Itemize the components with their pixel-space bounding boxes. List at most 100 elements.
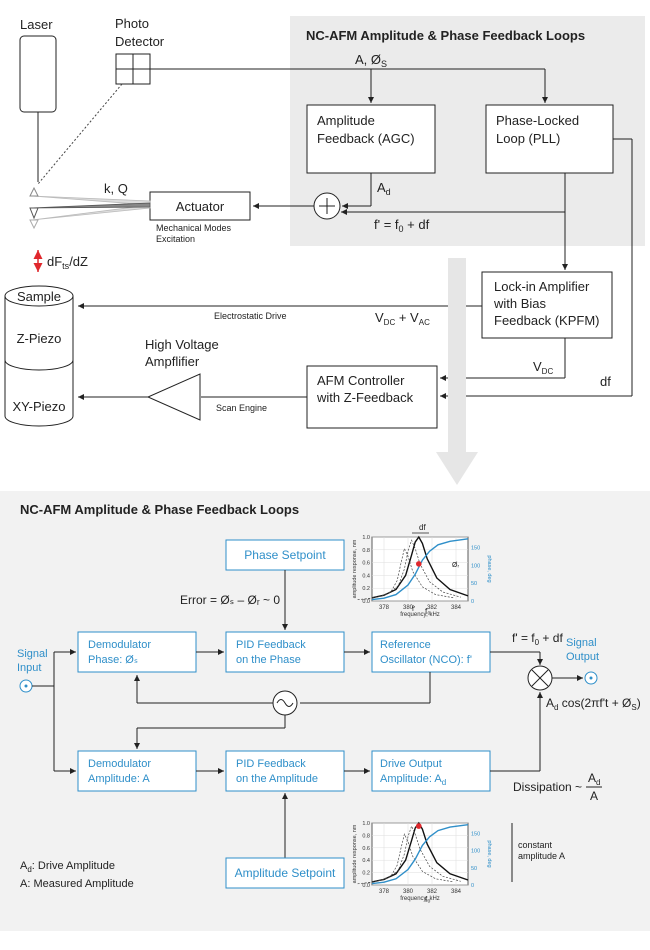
kq-label: k, Q — [104, 181, 128, 196]
photo-detector-icon — [115, 53, 151, 85]
demod-amp-box — [77, 750, 197, 792]
chart-series-3 — [371, 538, 469, 601]
chart-marker-point — [416, 561, 422, 567]
top-freq-eq: f' = f0 + df — [374, 217, 430, 234]
chart-x-tick-label: 378 — [379, 605, 390, 611]
signal-label: A, ØS — [355, 52, 387, 69]
chart-y-tick-label: 0.0 — [362, 883, 370, 889]
signal-input-label-1: Signal — [17, 648, 48, 660]
cantilever-icon — [29, 186, 151, 230]
chart-0-annotation-f0: f₀ — [425, 607, 431, 616]
demod-amp-label-1: Demodulator — [88, 758, 151, 770]
chart-y2-tick-label: 0 — [471, 883, 474, 889]
chart-series-0 — [371, 535, 469, 599]
chart-x-tick-label: 384 — [451, 605, 462, 611]
chart-x-tick-label: 382 — [427, 605, 438, 611]
chart-y-tick-label: 0.0 — [362, 599, 370, 605]
error-equation: Error = Øₛ – Øᵣ ~ 0 — [180, 593, 280, 607]
df-label: df — [600, 374, 611, 389]
chart-series-2 — [357, 547, 454, 601]
phase-setpoint-label: Phase Setpoint — [244, 548, 326, 562]
hv-amp-label-1: High Voltage — [145, 337, 219, 352]
chart-series-1 — [364, 825, 461, 884]
chart-y-tick-label: 0.4 — [362, 858, 370, 864]
chart-x-tick-label: 380 — [403, 605, 414, 611]
photo-detector-label-2: Detector — [115, 34, 165, 49]
section-arrow — [436, 258, 478, 485]
chart-0-annotation-df: df — [419, 523, 426, 532]
legend-measured-amplitude: A: Measured Amplitude — [20, 878, 134, 890]
pll-box — [485, 104, 614, 174]
chart-y-axis-label: amplitude response, nm — [352, 539, 358, 598]
chart-x-tick-label: 378 — [379, 889, 390, 895]
signal-output-connector-icon — [584, 671, 598, 685]
pid-phase-label-2: on the Phase — [236, 654, 301, 666]
z-piezo-label: Z-Piezo — [17, 331, 62, 346]
pid-amp-label-1: PID Feedback — [236, 758, 306, 770]
chart-series-1 — [364, 539, 461, 600]
laser-box — [19, 35, 57, 113]
afm-controller-label-1: AFM Controller — [317, 373, 405, 388]
chart-1-annotation-f0: f₀ — [425, 895, 431, 904]
chart-y2-tick-label: 150 — [471, 546, 480, 552]
demod-phase-label-2: Phase: Øₛ — [88, 654, 138, 666]
constant-amplitude-label-2: amplitude A — [518, 851, 565, 861]
dfts-label: dFts/dZ — [47, 254, 88, 271]
chart-y-tick-label: 0.8 — [362, 833, 370, 839]
pid-phase-box — [225, 631, 345, 673]
dissipation-label: Dissipation ~ — [513, 780, 582, 794]
output-equation: Ad cos(2πf't + ØS) — [546, 696, 641, 712]
electrostatic-label: Electrostatic Drive — [214, 311, 287, 321]
mechanical-label-2: Excitation — [156, 234, 195, 244]
signal-output-label-2: Output — [566, 651, 599, 663]
amplitude-feedback-box — [306, 104, 436, 174]
chart-y-tick-label: 1.0 — [362, 821, 370, 827]
chart-y-axis-label: amplitude response, nm — [352, 824, 358, 883]
reflected-beam — [37, 83, 123, 185]
amp-setpoint-box — [225, 857, 345, 889]
chart-y2-tick-label: 50 — [471, 581, 477, 587]
signal-input-label-2: Input — [17, 662, 41, 674]
dissipation-numerator: Ad — [588, 771, 600, 787]
top-panel-title: NC-AFM Amplitude & Phase Feedback Loops — [306, 28, 585, 43]
demod-phase-label-1: Demodulator — [88, 639, 151, 651]
demod-phase-box — [77, 631, 197, 673]
chart-series-2 — [357, 833, 454, 885]
chart-y2-tick-label: 0 — [471, 599, 474, 605]
summer-icon — [313, 192, 341, 220]
legend-drive-amplitude: Ad: Drive Amplitude — [20, 860, 115, 874]
chart-y2-axis-label: phase, deg — [486, 840, 492, 867]
amplitude-feedback-label-2: Feedback (AGC) — [317, 131, 415, 146]
lockin-label-3: Feedback (KPFM) — [494, 313, 599, 328]
vdc-label: VDC — [533, 359, 553, 376]
scan-engine-label: Scan Engine — [216, 403, 267, 413]
bottom-freq-eq: f' = f0 + df — [512, 631, 563, 647]
piezo-stack — [4, 285, 74, 427]
dissipation-denominator: A — [590, 789, 598, 803]
afm-controller-label-2: with Z-Feedback — [316, 390, 414, 405]
lockin-label-1: Lock-in Amplifier — [494, 279, 590, 294]
xy-piezo-label: XY-Piezo — [13, 399, 66, 414]
actuator-label: Actuator — [176, 199, 225, 214]
mechanical-label-1: Mechanical Modes — [156, 223, 232, 233]
laser-label: Laser — [20, 17, 53, 32]
chart-0-annotation-phi-r: Øᵣ — [452, 562, 459, 569]
chart-y-tick-label: 0.6 — [362, 846, 370, 852]
lockin-label-2: with Bias — [493, 296, 547, 311]
drive-out-label-2: Amplitude: Ad — [380, 773, 446, 787]
ref-osc-label-1: Reference — [380, 639, 431, 651]
vdc-vac-label: VDC + VAC — [375, 310, 430, 327]
chart-y2-tick-label: 100 — [471, 563, 480, 569]
lockin-box — [481, 271, 613, 339]
chart-x-axis-label: frequency, kHz — [400, 612, 440, 618]
pll-label-1: Phase-Locked — [496, 113, 579, 128]
chart-y-tick-label: 0.8 — [362, 548, 370, 554]
actuator-box — [149, 191, 251, 221]
afm-controller-box — [306, 365, 438, 429]
chart-y2-tick-label: 50 — [471, 866, 477, 872]
drive-out-box — [371, 750, 491, 792]
chart-x-tick-label: 380 — [403, 889, 414, 895]
chart-marker-point — [416, 823, 422, 829]
signal-output-label-1: Signal — [566, 637, 597, 649]
